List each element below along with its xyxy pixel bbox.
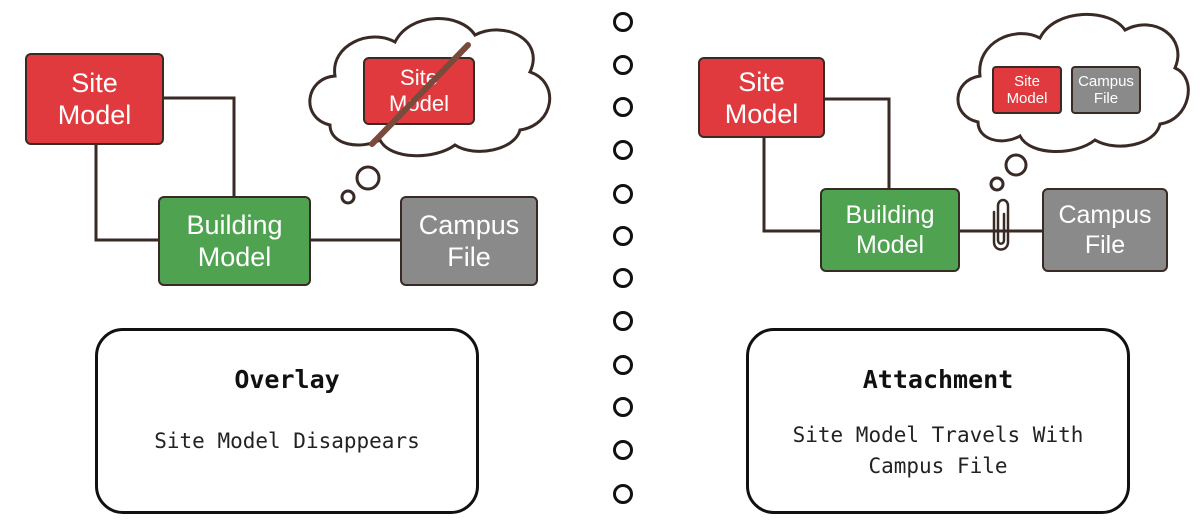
thought-bubble-small [989, 176, 1005, 192]
ring-5 [613, 184, 633, 204]
thought-bubble-small [340, 189, 356, 205]
overlay-card: Overlay Site Model Disappears [95, 328, 479, 514]
ring-2 [613, 55, 633, 75]
ring-7 [613, 268, 633, 288]
ring-1 [613, 12, 633, 32]
ring-12 [613, 484, 633, 504]
site-model-box: Site Model [698, 57, 825, 138]
attachment-title: Attachment [862, 365, 1014, 394]
thought-bubble-large [1004, 153, 1028, 177]
thought-site-model-box: Site Model [992, 66, 1062, 114]
site-model-box: Site Model [25, 53, 164, 145]
ring-6 [613, 226, 633, 246]
ring-3 [613, 97, 633, 117]
attachment-panel: Site Model Building Model Campus File Si… [600, 0, 1200, 520]
overlay-panel: Site Model Building Model Campus File Si… [25, 17, 552, 514]
campus-file-box: Campus File [400, 196, 538, 286]
paperclip-icon [992, 198, 1010, 251]
thought-bubble-large [355, 165, 381, 191]
ring-10 [613, 397, 633, 417]
campus-file-box: Campus File [1042, 188, 1168, 272]
building-model-box: Building Model [158, 196, 311, 286]
ring-11 [613, 440, 633, 460]
ring-9 [613, 355, 633, 375]
thought-campus-file-box: Campus File [1071, 66, 1141, 114]
site-to-building-left [94, 145, 158, 242]
ring-8 [613, 311, 633, 331]
attachment-description: Site Model Travels With Campus File [792, 423, 1084, 478]
overlay-description: Site Model Disappears [154, 429, 420, 453]
building-model-box: Building Model [820, 188, 960, 272]
site-to-building-top [164, 96, 236, 196]
thought-site-model-box: Site Model [363, 57, 475, 125]
site-to-building-top [825, 97, 891, 188]
site-to-building-left [762, 138, 820, 233]
attachment-card: Attachment Site Model Travels With Campu… [746, 328, 1130, 514]
overlay-title: Overlay [234, 365, 340, 394]
ring-4 [613, 140, 633, 160]
